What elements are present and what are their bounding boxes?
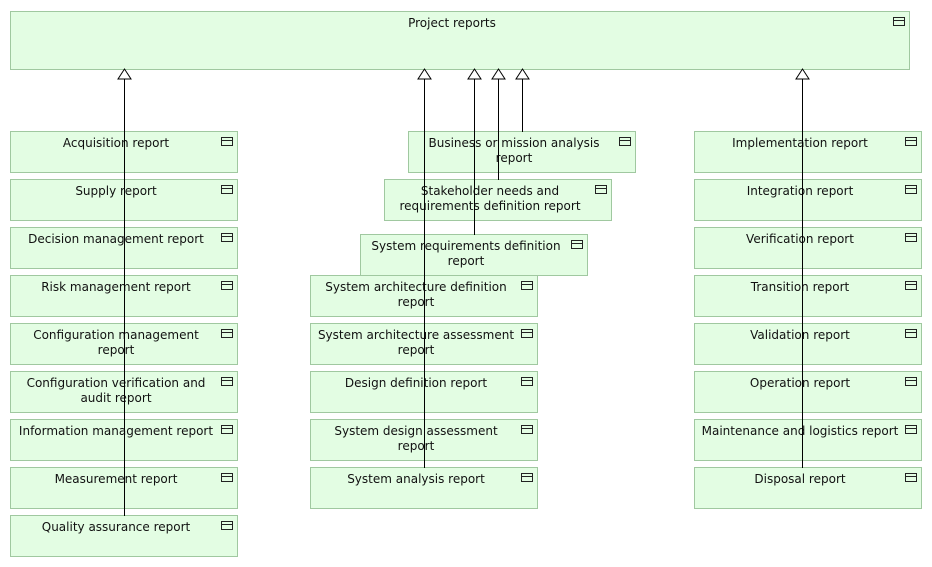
- artifact-icon: [905, 185, 917, 194]
- design-definition-report-node[interactable]: Design definition report: [310, 371, 538, 413]
- artifact-icon: [905, 377, 917, 386]
- configuration-management-report-node[interactable]: Configuration management report: [10, 323, 238, 365]
- node-label: Design definition report: [344, 376, 488, 390]
- supply-report-node[interactable]: Supply report: [10, 179, 238, 221]
- artifact-icon: [905, 473, 917, 482]
- node-label: Transition report: [750, 280, 850, 294]
- validation-report-node[interactable]: Validation report: [694, 323, 922, 365]
- system-architecture-assessment-report-node[interactable]: System architecture assessment report: [310, 323, 538, 365]
- node-label: Project reports: [408, 16, 496, 30]
- artifact-icon: [521, 329, 533, 338]
- node-label: Supply report: [75, 184, 157, 198]
- node-label: System architecture definition report: [325, 280, 507, 309]
- measurement-report-node[interactable]: Measurement report: [10, 467, 238, 509]
- node-label: Validation report: [750, 328, 850, 342]
- implementation-report-node[interactable]: Implementation report: [694, 131, 922, 173]
- node-label: Configuration management report: [33, 328, 199, 357]
- artifact-icon: [905, 137, 917, 146]
- specialization-arrowhead-middle-4: [515, 68, 530, 80]
- disposal-report-node[interactable]: Disposal report: [694, 467, 922, 509]
- artifact-icon: [571, 240, 583, 249]
- node-label: Decision management report: [28, 232, 204, 246]
- node-label: Information management report: [18, 424, 214, 438]
- node-label: System architecture assessment report: [317, 328, 515, 357]
- artifact-icon: [221, 137, 233, 146]
- artifact-icon: [221, 233, 233, 242]
- artifact-icon: [521, 281, 533, 290]
- artifact-icon: [521, 425, 533, 434]
- integration-report-node[interactable]: Integration report: [694, 179, 922, 221]
- specialization-arrowhead-middle-1: [417, 68, 432, 80]
- information-management-report-node[interactable]: Information management report: [10, 419, 238, 461]
- node-label: Configuration verification and audit rep…: [26, 376, 206, 405]
- node-label: System analysis report: [347, 472, 485, 486]
- project-reports-node[interactable]: Project reports: [10, 11, 910, 70]
- risk-management-report-node[interactable]: Risk management report: [10, 275, 238, 317]
- business-mission-analysis-report-node[interactable]: Business or mission analysis report: [408, 131, 636, 173]
- artifact-icon: [221, 329, 233, 338]
- node-label: Business or mission analysis report: [428, 136, 600, 165]
- artifact-icon: [521, 473, 533, 482]
- system-analysis-report-node[interactable]: System analysis report: [310, 467, 538, 509]
- artifact-icon: [221, 521, 233, 530]
- node-label: Acquisition report: [62, 136, 170, 150]
- transition-report-node[interactable]: Transition report: [694, 275, 922, 317]
- artifact-icon: [619, 137, 631, 146]
- system-requirements-definition-report-node[interactable]: System requirements definition report: [360, 234, 588, 276]
- verification-report-node[interactable]: Verification report: [694, 227, 922, 269]
- system-architecture-definition-report-node[interactable]: System architecture definition report: [310, 275, 538, 317]
- artifact-icon: [221, 377, 233, 386]
- artifact-icon: [221, 281, 233, 290]
- artifact-icon: [521, 377, 533, 386]
- artifact-icon: [893, 17, 905, 26]
- quality-assurance-report-node[interactable]: Quality assurance report: [10, 515, 238, 557]
- node-label: Quality assurance report: [41, 520, 191, 534]
- node-label: System requirements definition report: [371, 239, 561, 268]
- node-label: Measurement report: [54, 472, 178, 486]
- artifact-icon: [905, 425, 917, 434]
- configuration-verification-audit-report-node[interactable]: Configuration verification and audit rep…: [10, 371, 238, 413]
- artifact-icon: [221, 473, 233, 482]
- node-label: Verification report: [746, 232, 854, 246]
- system-design-assessment-report-node[interactable]: System design assessment report: [310, 419, 538, 461]
- node-label: Maintenance and logistics report: [701, 424, 899, 438]
- artifact-icon: [595, 185, 607, 194]
- artifact-icon: [221, 425, 233, 434]
- maintenance-logistics-report-node[interactable]: Maintenance and logistics report: [694, 419, 922, 461]
- specialization-arrowhead-left: [117, 68, 132, 80]
- node-label: Risk management report: [41, 280, 191, 294]
- artifact-icon: [221, 185, 233, 194]
- specialization-arrowhead-right: [795, 68, 810, 80]
- artifact-icon: [905, 233, 917, 242]
- acquisition-report-node[interactable]: Acquisition report: [10, 131, 238, 173]
- node-label: Implementation report: [732, 136, 868, 150]
- artifact-icon: [905, 281, 917, 290]
- node-label: System design assessment report: [334, 424, 498, 453]
- artifact-icon: [905, 329, 917, 338]
- specialization-arrowhead-middle-2: [467, 68, 482, 80]
- operation-report-node[interactable]: Operation report: [694, 371, 922, 413]
- node-label: Operation report: [749, 376, 851, 390]
- node-label: Disposal report: [754, 472, 846, 486]
- specialization-arrowhead-middle-3: [491, 68, 506, 80]
- node-label: Integration report: [746, 184, 854, 198]
- node-label: Stakeholder needs and requirements defin…: [399, 184, 581, 213]
- stakeholder-needs-requirements-report-node[interactable]: Stakeholder needs and requirements defin…: [384, 179, 612, 221]
- decision-management-report-node[interactable]: Decision management report: [10, 227, 238, 269]
